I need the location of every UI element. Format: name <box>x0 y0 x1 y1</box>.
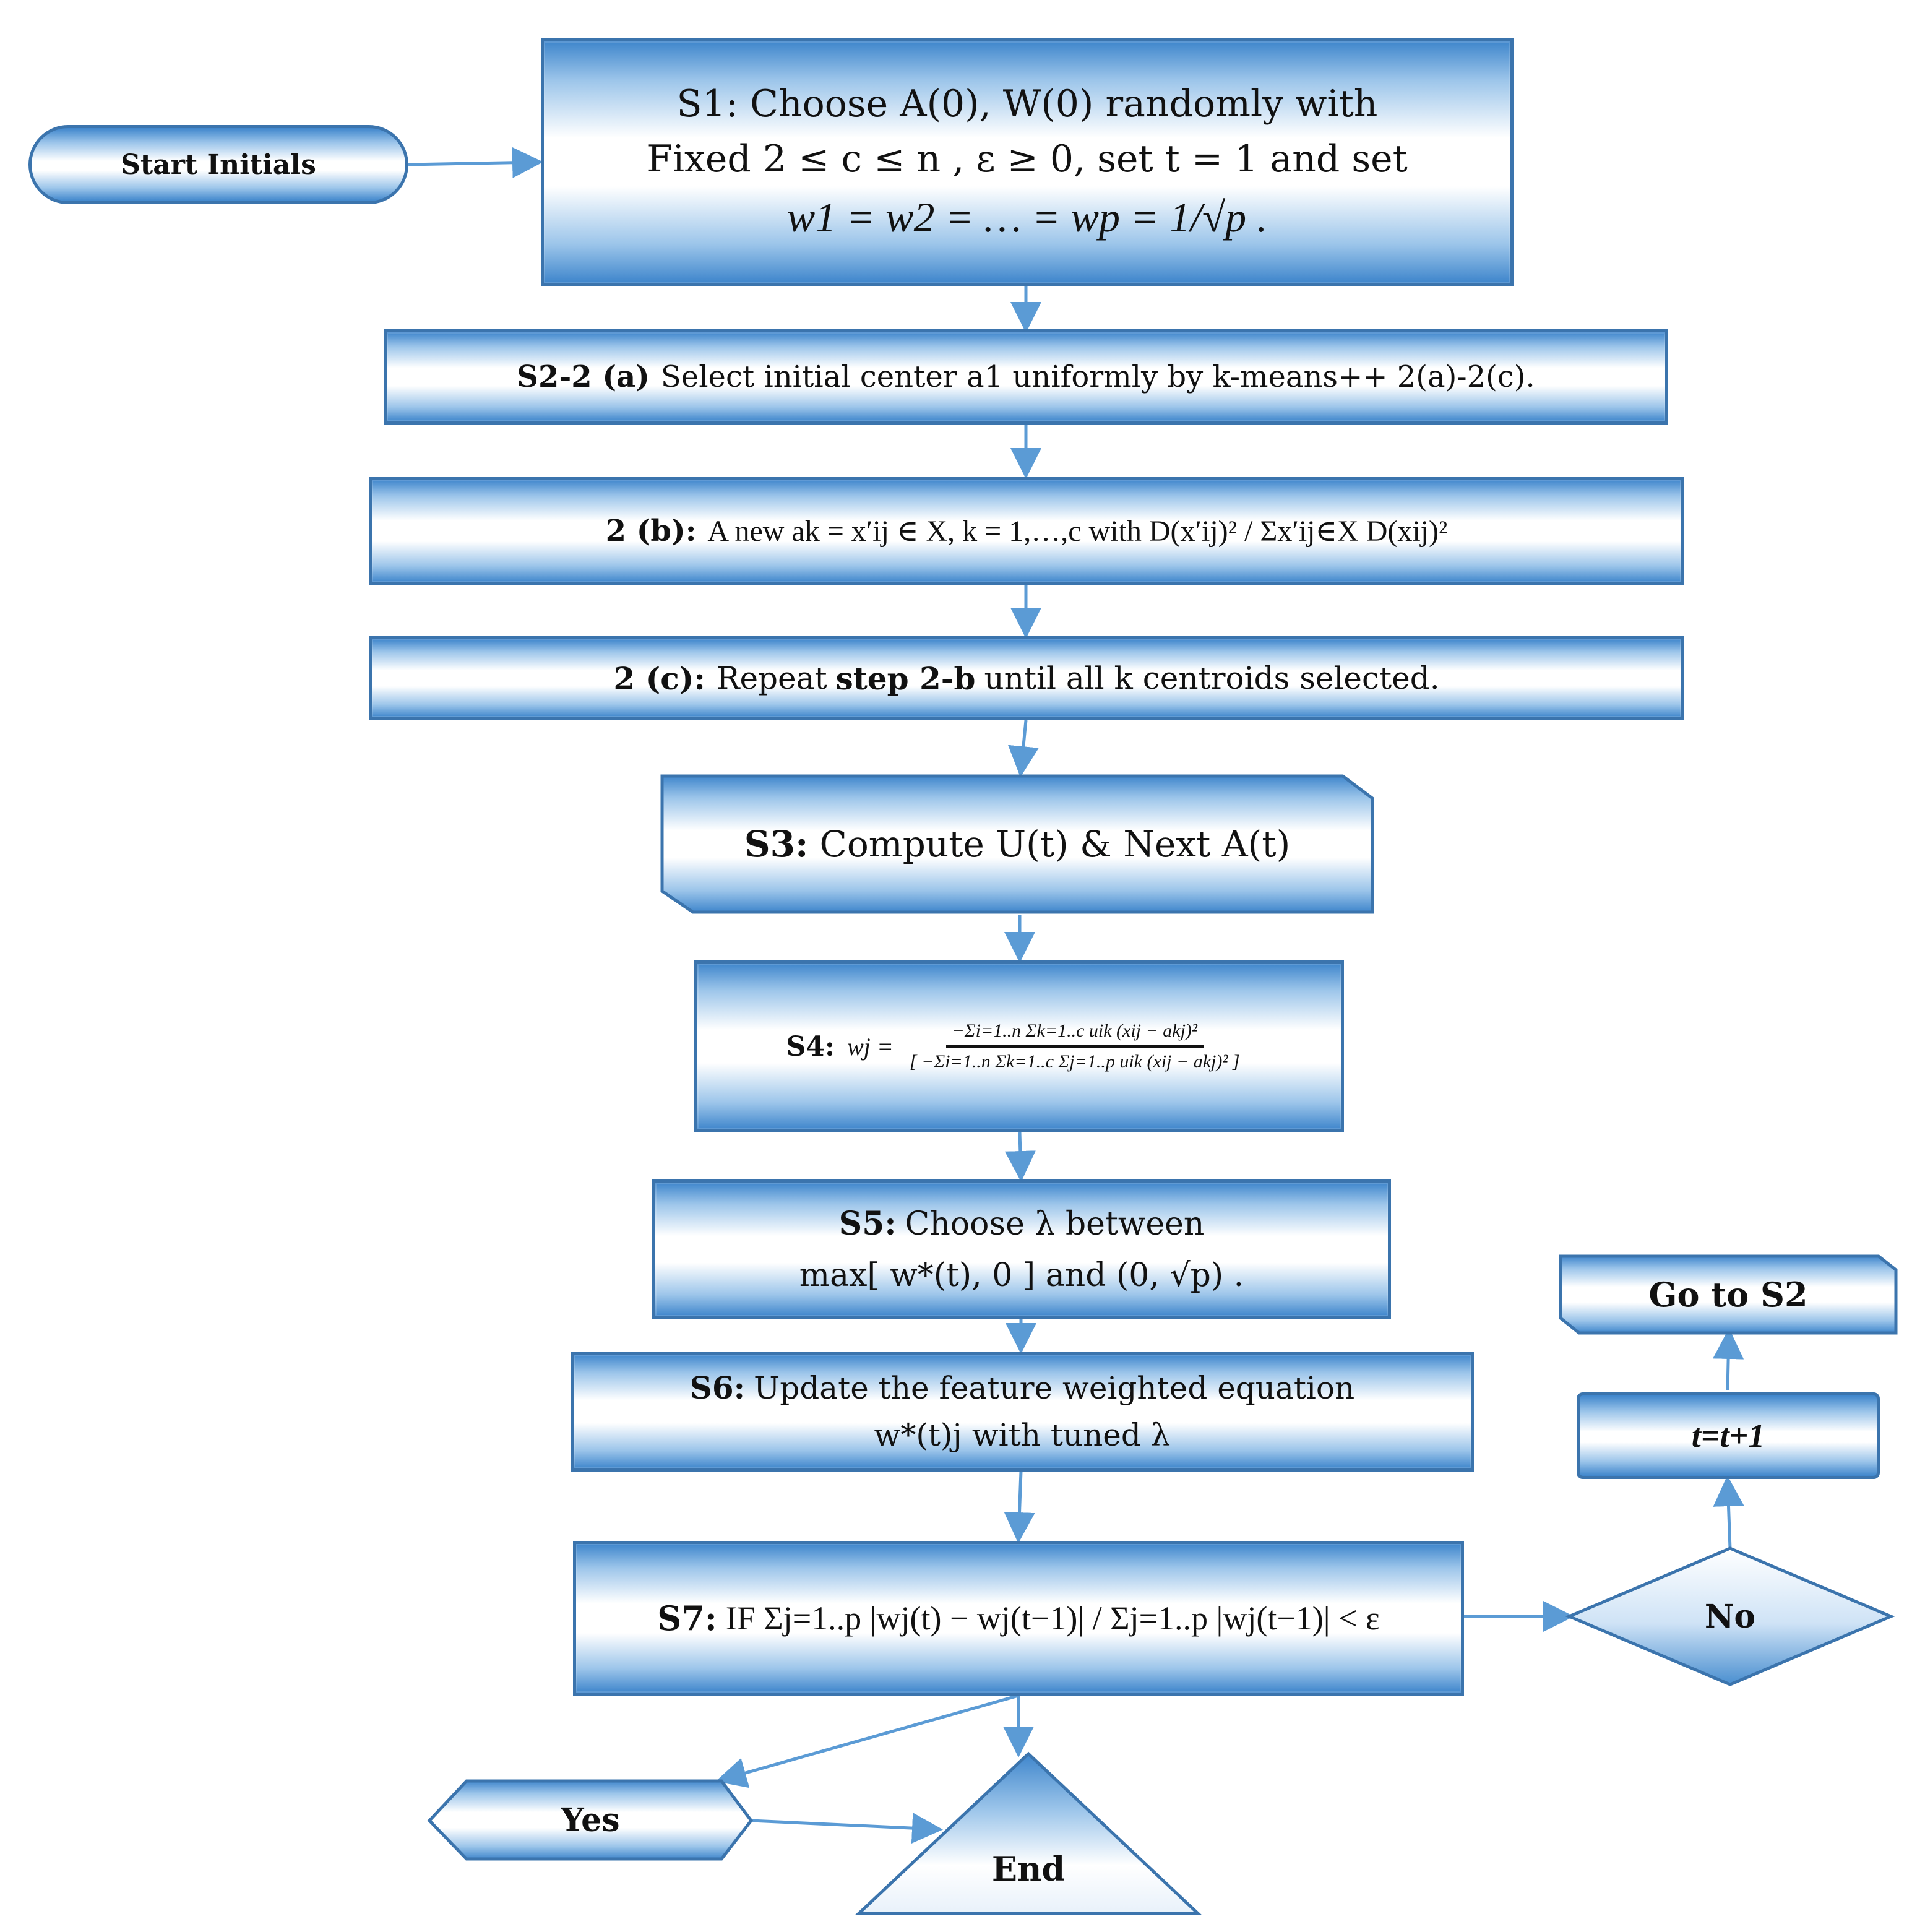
no-diamond <box>1565 1546 1895 1686</box>
arrow-s6-to-s7 <box>1004 1471 1035 1543</box>
increment-label: t=t+1 <box>1691 1417 1765 1454</box>
goto-polygon <box>1559 1254 1898 1335</box>
step-s7-box: S7: IF Σj=1..p |wj(t) − wj(t−1)| / Σj=1.… <box>573 1541 1464 1696</box>
step-s2c-box: 2 (c): Repeat step 2-b until all k centr… <box>369 636 1684 720</box>
step-s3-box: S3: Compute U(t) & Next A(t) <box>662 776 1372 912</box>
step-s5-box: S5:Choose λ between max[ w*(t), 0 ] and … <box>652 1179 1391 1319</box>
arrow-s2c-to-s3 <box>1008 720 1039 777</box>
s4-fraction: −Σi=1..n Σk=1..c uik (xij − akj)² [ −Σi=… <box>903 1020 1246 1072</box>
s4-lhs: wj = <box>847 1032 894 1061</box>
step-s1-box: S1: Choose A(0), W(0) randomly with Fixe… <box>541 38 1514 286</box>
end-label: End <box>991 1849 1066 1889</box>
increment-box: t=t+1 <box>1577 1392 1880 1479</box>
s2a-label: S2-2 (a) <box>517 360 650 394</box>
arrow-no-to-increment <box>1713 1475 1744 1549</box>
arrow-start-to-s1 <box>408 147 543 178</box>
step-s2b-box: 2 (b): A new ak = x′ij ∈ X, k = 1,…,c wi… <box>369 477 1684 585</box>
s2b-text: A new ak = x′ij ∈ X, k = 1,…,c with D(x′… <box>707 515 1448 548</box>
s2a-text: Select initial center a1 uniformly by k-… <box>660 360 1535 394</box>
s6-line-1-text: Update the feature weighted equation <box>754 1369 1355 1406</box>
s5-line-1: S5:Choose λ between <box>839 1204 1205 1244</box>
s5-label: S5: <box>838 1204 897 1243</box>
s6-label: S6: <box>689 1369 746 1406</box>
s2c-text-pre: Repeat <box>716 660 827 696</box>
s3-label: S3: <box>744 823 809 865</box>
s2c-text-bold: step 2-b <box>835 660 976 697</box>
end-terminal: End <box>859 1832 1198 1906</box>
arrow-increment-to-goto <box>1713 1328 1744 1391</box>
s1-line-1: S1: Choose A(0), W(0) randomly with <box>676 82 1378 126</box>
goto-label: Go to S2 <box>1648 1275 1808 1314</box>
goto-s2: Go to S2 <box>1561 1256 1896 1333</box>
s5-line-2: max[ w*(t), 0 ] and (0, √p) . <box>799 1256 1244 1294</box>
yes-label: Yes <box>561 1801 620 1839</box>
s6-line-2: w*(t)j with tuned λ <box>874 1417 1171 1453</box>
step-s4-box: S4: wj = −Σi=1..n Σk=1..c uik (xij − akj… <box>694 960 1344 1132</box>
no-decision: No <box>1569 1548 1891 1684</box>
arrow-s7-to-yes <box>715 1694 1019 1788</box>
arrow-s4-to-s5 <box>1004 1132 1036 1182</box>
s1-line-3: w1 = w2 = … = wp = 1/√p . <box>786 193 1268 241</box>
yes-terminal: Yes <box>429 1781 751 1859</box>
end-triangle <box>855 1751 1202 1915</box>
s1-line-2: Fixed 2 ≤ c ≤ n , ε ≥ 0, set t = 1 and s… <box>647 137 1408 181</box>
s7-label: S7: <box>657 1598 717 1638</box>
start-terminal: Start Initials <box>28 125 408 204</box>
no-label: No <box>1704 1597 1756 1636</box>
s5-line-1-text: Choose λ between <box>905 1205 1205 1243</box>
step-s2a-box: S2-2 (a) Select initial center a1 unifor… <box>384 329 1668 425</box>
s2b-label: 2 (b): <box>605 514 697 548</box>
start-label: Start Initials <box>121 149 316 181</box>
arrow-yes-to-end <box>751 1813 943 1844</box>
yes-polygon <box>427 1779 754 1861</box>
step-s6-box: S6:Update the feature weighted equation … <box>571 1352 1474 1472</box>
s6-line-1: S6:Update the feature weighted equation <box>690 1369 1354 1408</box>
s3-polygon <box>660 774 1374 914</box>
s7-text: IF Σj=1..p |wj(t) − wj(t−1)| / Σj=1..p |… <box>725 1600 1380 1637</box>
s3-text: Compute U(t) & Next A(t) <box>819 823 1291 865</box>
s2c-text-post: until all k centroids selected. <box>984 660 1440 696</box>
s4-label: S4: <box>786 1030 835 1063</box>
s4-denominator: [ −Σi=1..n Σk=1..c Σj=1..p uik (xij − ak… <box>909 1051 1240 1072</box>
s4-numerator: −Σi=1..n Σk=1..c uik (xij − akj)² <box>945 1020 1204 1048</box>
s2c-label: 2 (c): <box>613 660 705 697</box>
